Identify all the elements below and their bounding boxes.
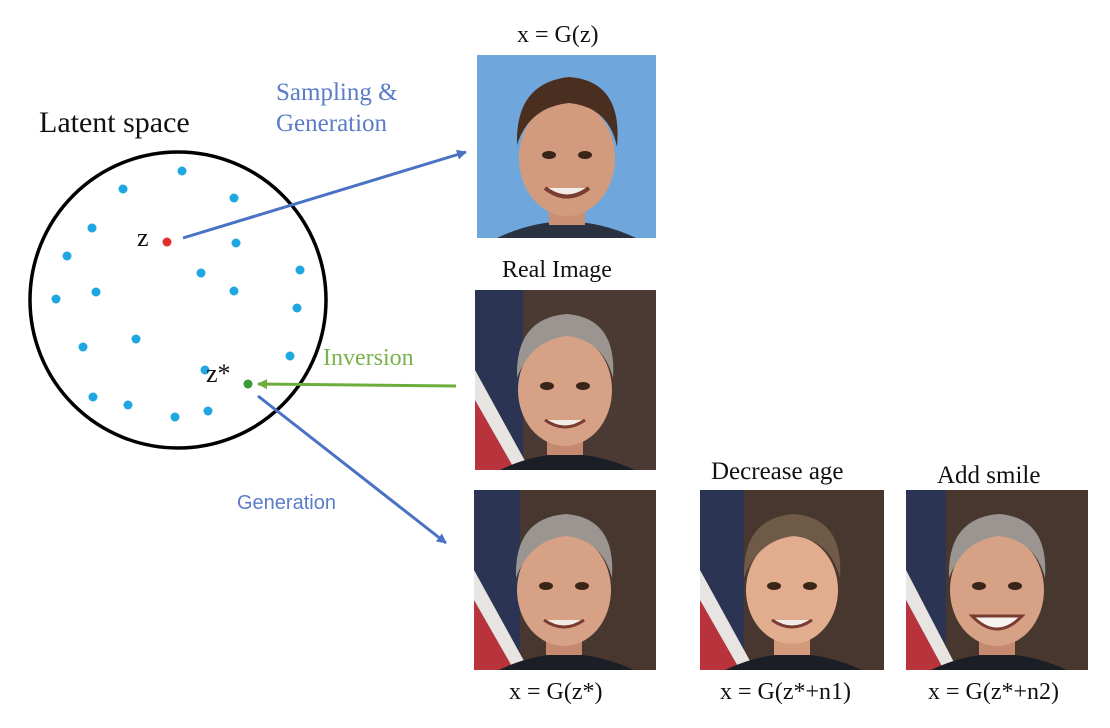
latent-dot xyxy=(87,223,97,233)
decrease-age-face-image xyxy=(700,490,884,670)
add-smile-caption: x = G(z*+n2) xyxy=(928,679,1060,705)
latent-dot xyxy=(118,184,128,194)
latent-dot xyxy=(203,406,213,416)
latent-dot xyxy=(91,287,101,297)
latent-dot xyxy=(229,286,239,296)
latent-dot xyxy=(200,365,210,375)
real-face-image xyxy=(475,290,656,470)
decrease-age-caption: x = G(z*+n1) xyxy=(720,679,852,705)
reconstruction-face-image xyxy=(474,490,656,670)
inversion-label: Inversion xyxy=(323,345,414,371)
latent-dot xyxy=(123,400,133,410)
latent-dot xyxy=(51,294,61,304)
inversion-arrow xyxy=(257,379,457,390)
add-smile-title: Add smile xyxy=(937,462,1041,489)
latent-dot xyxy=(177,166,187,176)
real-image-caption: Real Image xyxy=(502,257,612,283)
face-photo-icon xyxy=(475,290,656,470)
latent-dot xyxy=(295,265,305,275)
generated-face-image xyxy=(477,55,656,238)
latent-space-circle xyxy=(28,150,328,450)
zstar-label: z* xyxy=(206,359,231,388)
generated-caption: x = G(z) xyxy=(517,22,599,48)
latent-dots xyxy=(51,166,305,422)
sampling-label-line2: Generation xyxy=(276,110,388,137)
latent-space-title: Latent space xyxy=(39,106,190,139)
latent-dot xyxy=(62,251,72,261)
latent-dot xyxy=(292,303,302,313)
face-photo-icon xyxy=(700,490,884,670)
generation-label: Generation xyxy=(237,492,336,514)
face-photo-icon xyxy=(474,490,656,670)
latent-dot xyxy=(285,351,295,361)
zstar-point xyxy=(243,379,253,389)
face-photo-icon xyxy=(477,55,656,238)
latent-dot xyxy=(78,342,88,352)
add-smile-face-image xyxy=(906,490,1088,670)
latent-dot xyxy=(231,238,241,248)
decrease-age-title: Decrease age xyxy=(711,458,844,485)
z-point xyxy=(162,237,172,247)
latent-dot xyxy=(196,268,206,278)
sampling-label-line1: Sampling & xyxy=(276,79,398,106)
latent-dot xyxy=(170,412,180,422)
reconstruction-caption: x = G(z*) xyxy=(509,679,603,705)
generation-arrow xyxy=(257,394,447,545)
face-photo-icon xyxy=(906,490,1088,670)
latent-dot xyxy=(229,193,239,203)
latent-dot xyxy=(88,392,98,402)
z-label: z xyxy=(137,223,149,252)
latent-dot xyxy=(131,334,141,344)
sampling-arrow xyxy=(182,149,467,240)
